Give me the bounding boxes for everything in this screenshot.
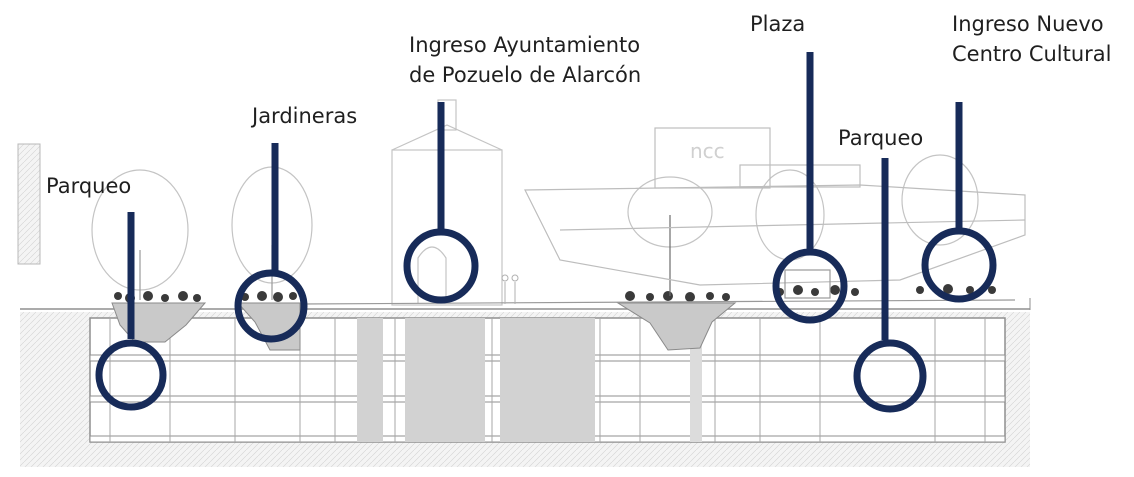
- ayuntamiento-building: [391, 99, 503, 306]
- left-building-fragment: [17, 143, 41, 265]
- label-ingreso-ayuntamiento: Ingreso Ayuntamiento de Pozuelo de Alarc…: [409, 30, 641, 90]
- annotation-markers: [95, 52, 997, 413]
- marker-centro: [921, 227, 997, 303]
- marker-plaza: [772, 248, 848, 324]
- centro-cultural-building: [524, 127, 1026, 286]
- planter-structures: [111, 302, 737, 351]
- marker-jardineras: [234, 269, 308, 343]
- label-ayuntamiento-line1: Ingreso Ayuntamiento: [409, 33, 641, 57]
- label-jardineras: Jardineras: [252, 104, 358, 128]
- label-centro-line1: Ingreso Nuevo: [952, 12, 1104, 36]
- marker-ayuntamiento: [403, 228, 479, 304]
- label-parqueo-right: Parqueo: [838, 126, 924, 150]
- structural-columns: [109, 318, 986, 442]
- label-ayuntamiento-line2: de Pozuelo de Alarcón: [409, 63, 642, 87]
- label-parqueo-left: Parqueo: [46, 174, 132, 198]
- central-core: [357, 318, 702, 442]
- label-centro-line2: Centro Cultural: [952, 42, 1112, 66]
- label-plaza: Plaza: [750, 12, 806, 36]
- label-ingreso-centro-cultural: Ingreso Nuevo Centro Cultural: [952, 9, 1112, 69]
- marker-parqueo-right: [853, 339, 927, 413]
- people-figures: [501, 274, 519, 304]
- marker-parqueo-left: [95, 339, 167, 411]
- plaza-surface: [299, 269, 1016, 305]
- ncc-sign: ncc: [690, 139, 725, 163]
